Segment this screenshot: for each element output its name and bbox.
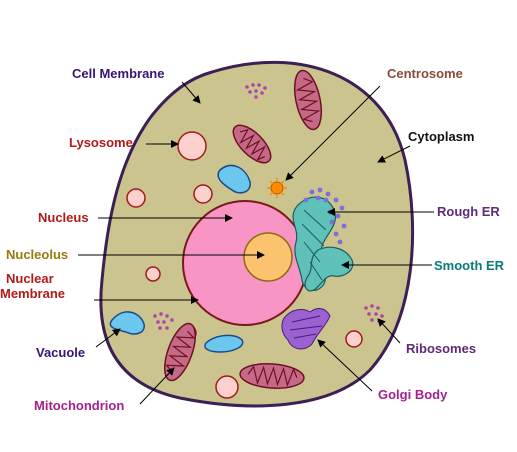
lysosome-shape (193, 184, 213, 204)
rough-er-ribosomes (303, 187, 347, 245)
label-nucleolus: Nucleolus (6, 247, 68, 262)
lysosomes (126, 131, 363, 399)
centrosome-shape (267, 178, 287, 198)
label-lysosome: Lysosome (69, 135, 133, 150)
mitochondrion-shape (164, 322, 196, 382)
vacuole-shape (217, 164, 251, 194)
label-rough-er: Rough ER (437, 204, 500, 219)
mitochondrion-shape (232, 124, 272, 164)
label-mitochondrion: Mitochondrion (34, 398, 124, 413)
label-nucleus: Nucleus (38, 210, 89, 225)
free-ribosomes (153, 83, 384, 330)
vacuoles (109, 164, 251, 353)
nucleolus-shape (243, 232, 293, 282)
golgi-body-shape (281, 308, 331, 350)
mitochondria (164, 69, 323, 389)
labels: Cell Membrane Centrosome Lysosome Cytopl… (0, 66, 505, 413)
label-nuclear-line2: Membrane (0, 286, 65, 301)
label-smooth-er: Smooth ER (434, 258, 505, 273)
vacuole-shape (204, 334, 244, 353)
lysosome-shape (126, 188, 146, 208)
vacuole-shape (109, 311, 145, 335)
label-cytoplasm: Cytoplasm (408, 129, 474, 144)
endoplasmic-reticulum (292, 196, 354, 292)
label-golgi-body: Golgi Body (378, 387, 448, 402)
mitochondrion-shape (239, 363, 305, 389)
label-centrosome: Centrosome (387, 66, 463, 81)
label-nuclear-line1: Nuclear (6, 271, 54, 286)
label-cell-membrane: Cell Membrane (72, 66, 164, 81)
lysosome-shape (345, 330, 363, 348)
lysosome-shape (177, 131, 207, 161)
lysosome-shape (215, 375, 239, 399)
label-ribosomes: Ribosomes (406, 341, 476, 356)
lysosome-shape (145, 266, 161, 282)
mitochondrion-shape (293, 69, 323, 131)
leader-arrows (78, 81, 434, 405)
label-vacuole: Vacuole (36, 345, 85, 360)
